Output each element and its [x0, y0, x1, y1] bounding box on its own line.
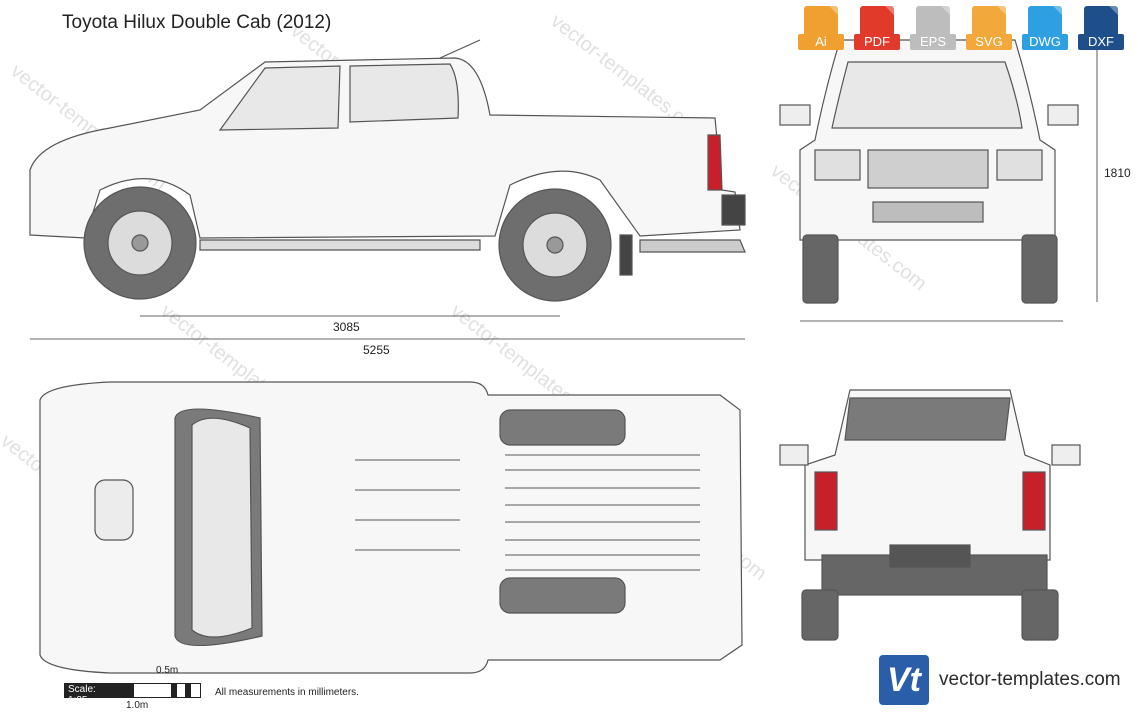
scale-tick-2: [185, 683, 191, 698]
side-wheel-rear: [498, 188, 612, 302]
length-label: 5255: [363, 343, 390, 357]
pdf-format-icon[interactable]: PDF: [854, 6, 900, 54]
svg-format-icon[interactable]: SVG: [966, 6, 1012, 54]
front-view: [779, 39, 1079, 304]
wheelbase-label: 3085: [333, 320, 360, 334]
scale-black-segment: [64, 683, 134, 698]
side-view: [29, 39, 746, 276]
side-wheel-front: [83, 186, 197, 300]
eps-format-icon[interactable]: EPS: [910, 6, 956, 54]
eps-label: EPS: [910, 34, 956, 50]
top-view: [39, 381, 743, 674]
dwg-format-icon[interactable]: DWG: [1022, 6, 1068, 54]
ai-label: Ai: [798, 34, 844, 50]
dxf-format-icon[interactable]: DXF: [1078, 6, 1124, 54]
height-label: 1810: [1104, 166, 1131, 180]
scale-one-meter-label: 1.0m: [126, 700, 149, 711]
brand-url[interactable]: vector-templates.com: [939, 669, 1121, 690]
vt-logo-icon: Vt: [879, 655, 929, 705]
brand-logo[interactable]: Vt vector-templates.com: [879, 655, 1121, 705]
scale-half-meter-label: 0.5m: [156, 665, 179, 676]
format-icons: Ai PDF EPS SVG DWG DXF: [798, 6, 1124, 54]
scale-label: Scale: 1:25: [68, 684, 96, 706]
dimension-lines: [30, 40, 1098, 340]
page-title: Toyota Hilux Double Cab (2012): [62, 12, 332, 33]
dwg-label: DWG: [1022, 34, 1068, 50]
ai-format-icon[interactable]: Ai: [798, 6, 844, 54]
svg-label: SVG: [966, 34, 1012, 50]
pdf-label: PDF: [854, 34, 900, 50]
measurement-note: All measurements in millimeters.: [215, 687, 359, 698]
rear-view: [779, 389, 1081, 641]
dxf-label: DXF: [1078, 34, 1124, 50]
scale-tick-1: [171, 683, 177, 698]
